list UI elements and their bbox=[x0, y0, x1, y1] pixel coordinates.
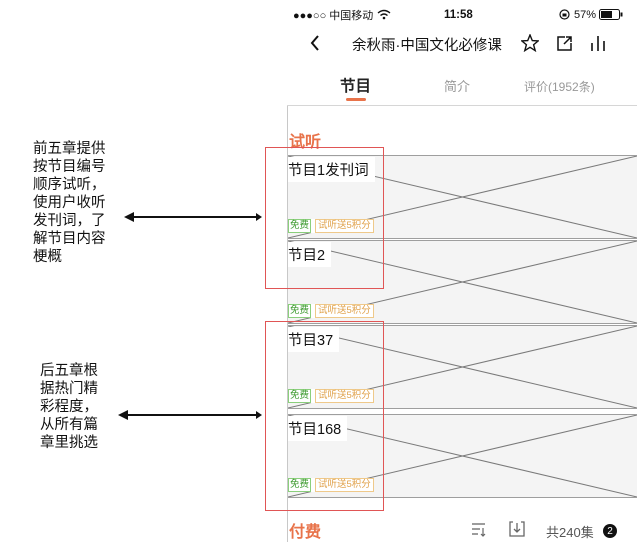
episode-title: 节目1发刊词 bbox=[288, 157, 375, 182]
episode-tags: 免费 试听送5积分 bbox=[288, 304, 374, 318]
free-badge: 免费 bbox=[288, 389, 312, 403]
sort-icon bbox=[472, 523, 486, 537]
orientation-lock-icon bbox=[559, 9, 570, 20]
chevron-left-icon bbox=[310, 35, 319, 51]
back-button[interactable] bbox=[306, 33, 324, 53]
page-title: 余秋雨·中国文化必修课 bbox=[352, 38, 502, 54]
status-time: 11:58 bbox=[444, 9, 473, 21]
free-badge: 免费 bbox=[288, 304, 312, 318]
content-left-border bbox=[287, 106, 288, 542]
sort-button[interactable] bbox=[470, 520, 488, 538]
audio-stats-button[interactable] bbox=[588, 33, 608, 53]
section-title-trial: 试听 bbox=[289, 134, 322, 151]
episode-tags: 免费 试听送5积分 bbox=[288, 478, 374, 492]
trial-points-badge: 试听送5积分 bbox=[315, 304, 374, 318]
wifi-icon bbox=[377, 9, 391, 20]
battery-icon bbox=[599, 9, 623, 20]
equalizer-icon bbox=[591, 36, 605, 51]
annotation-text-trial-order: 前五章提供 按节目编号 顺序试听， 使用户收听 发刊词，了 解节目内容 梗概 bbox=[33, 141, 106, 265]
annotation-box-trial-episodes bbox=[265, 147, 384, 289]
episode-tags: 免费 试听送5积分 bbox=[288, 219, 374, 233]
tab-active-indicator bbox=[346, 98, 366, 101]
annotation-box-popular-episodes bbox=[265, 321, 384, 511]
status-carrier: ●●●○○ 中国移动 bbox=[293, 10, 374, 22]
free-badge: 免费 bbox=[288, 219, 312, 233]
status-battery-percent: 57% bbox=[574, 9, 597, 21]
annotation-text-popular-selection: 后五章根 据热门精 彩程度， 从所有篇 章里挑选 bbox=[40, 363, 98, 451]
share-button[interactable] bbox=[554, 33, 574, 53]
episode-title: 节目2 bbox=[288, 242, 332, 267]
download-button[interactable] bbox=[508, 520, 526, 538]
trial-points-badge: 试听送5积分 bbox=[315, 219, 374, 233]
tab-intro[interactable]: 简介 bbox=[444, 79, 471, 94]
free-badge: 免费 bbox=[288, 478, 312, 492]
trial-points-badge: 试听送5积分 bbox=[315, 478, 374, 492]
trial-points-badge: 试听送5积分 bbox=[315, 389, 374, 403]
download-icon bbox=[509, 521, 525, 537]
section-title-paid: 付费 bbox=[289, 524, 322, 541]
favorite-button[interactable] bbox=[520, 33, 540, 53]
episode-tags: 免费 试听送5积分 bbox=[288, 389, 374, 403]
share-icon bbox=[556, 35, 572, 51]
episode-item[interactable]: 节目37 免费 试听送5积分 bbox=[288, 325, 637, 409]
annotation-arrow-bottom bbox=[118, 410, 262, 420]
annotation-arrow-top bbox=[124, 212, 262, 222]
episode-title: 节目37 bbox=[288, 327, 340, 352]
episode-title: 节目168 bbox=[288, 416, 348, 441]
star-icon bbox=[521, 34, 539, 52]
tab-reviews[interactable]: 评价(1952条) bbox=[524, 80, 595, 94]
episode-item[interactable]: 节目168 免费 试听送5积分 bbox=[288, 414, 637, 498]
count-badge: 2 bbox=[603, 524, 617, 538]
content-divider bbox=[287, 105, 637, 106]
episode-count: 共240集 bbox=[546, 525, 594, 540]
episode-item[interactable]: 节目2 免费 试听送5积分 bbox=[288, 240, 637, 324]
tab-episodes[interactable]: 节目 bbox=[340, 78, 372, 95]
episode-item[interactable]: 节目1发刊词 免费 试听送5积分 bbox=[288, 155, 637, 239]
